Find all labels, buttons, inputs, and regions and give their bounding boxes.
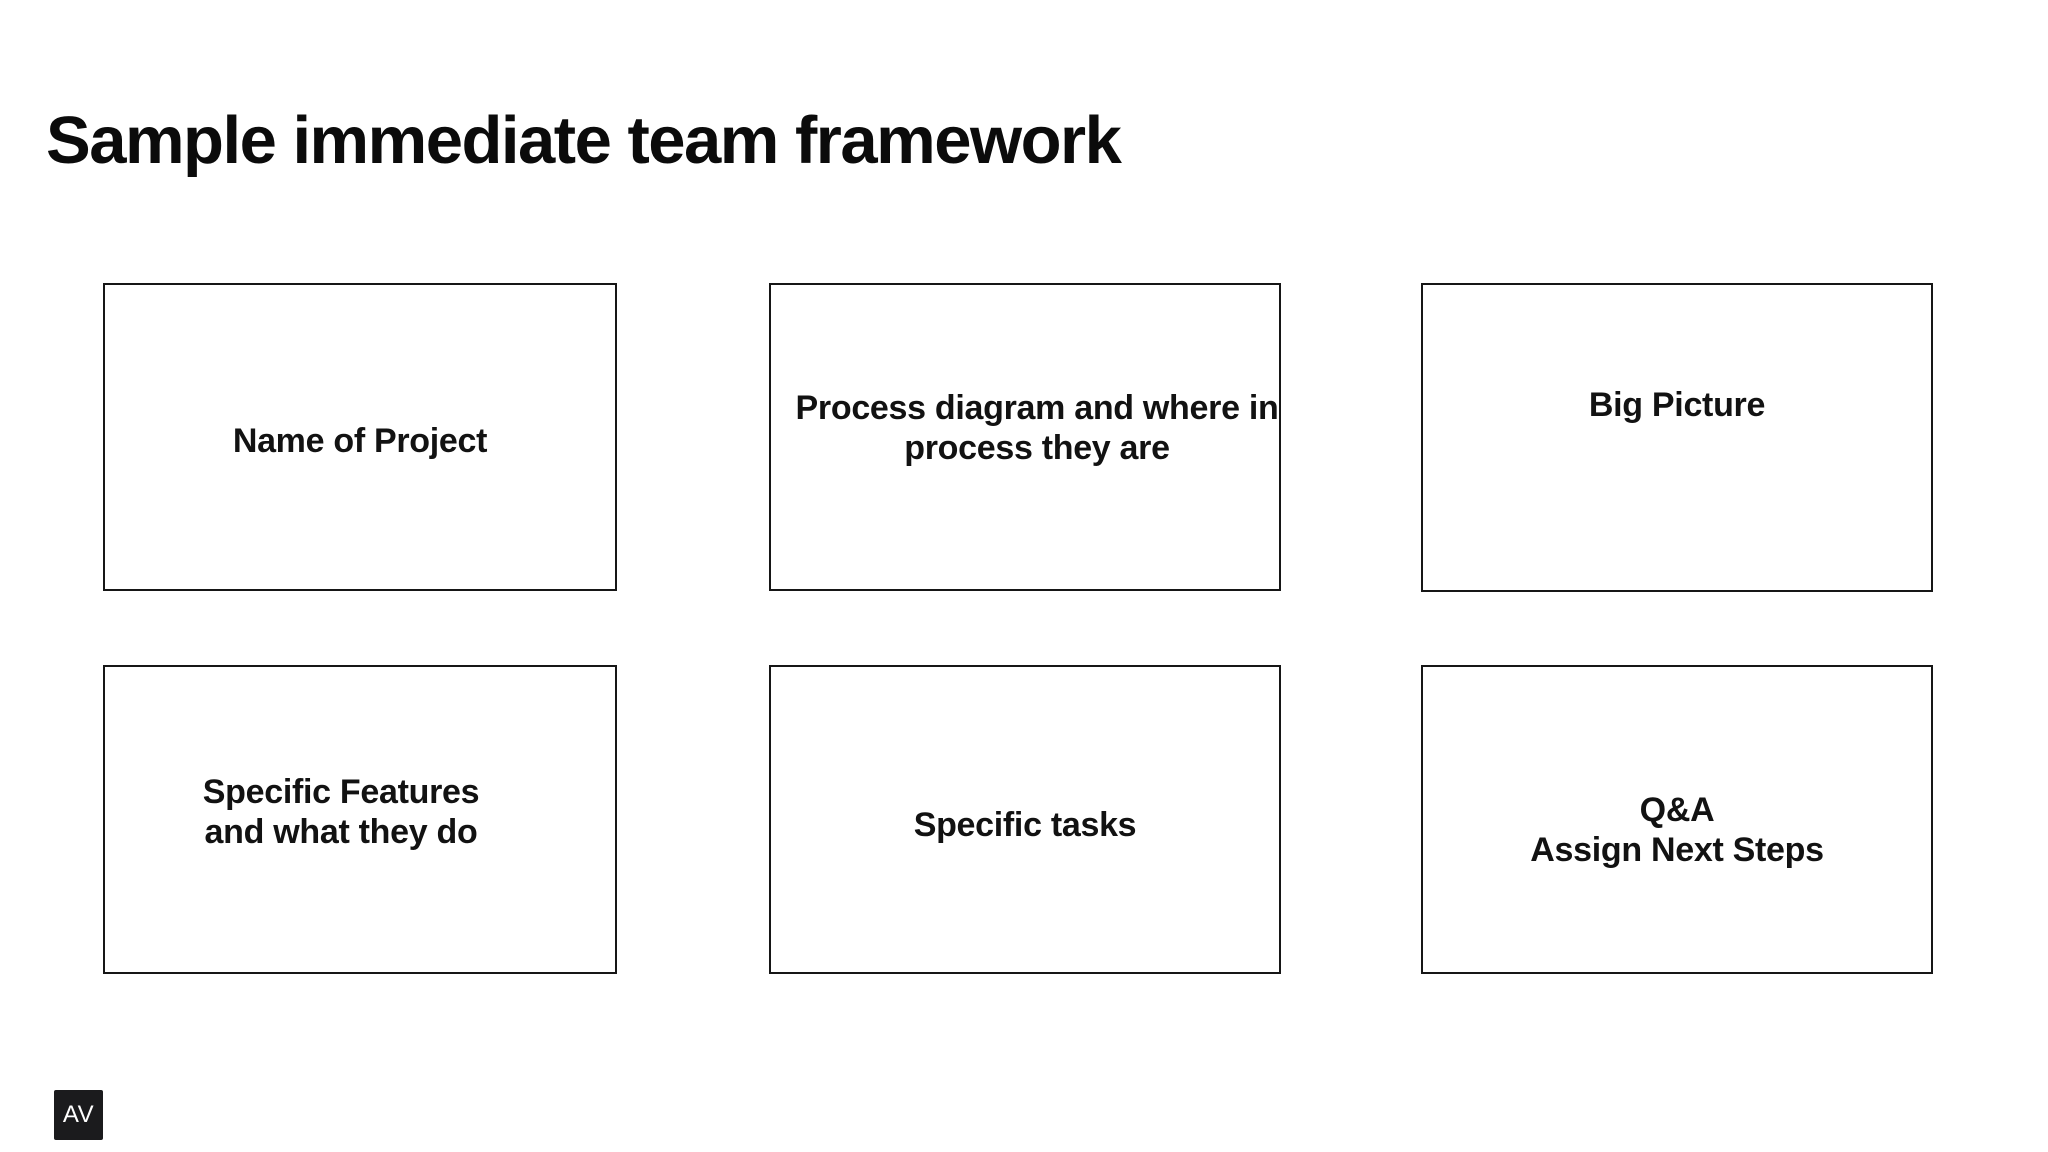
card-text-line: and what they do (204, 812, 478, 851)
card-qa-next-steps: Q&A Assign Next Steps (1421, 665, 1933, 974)
card-text-line: Specific Features (202, 772, 480, 811)
card-text-line: Specific tasks (913, 805, 1137, 844)
card-text-line: Name of Project (232, 422, 488, 460)
card-text-line: Big Picture (1588, 385, 1766, 424)
author-initials-badge: AV (54, 1090, 103, 1140)
card-text: Process diagram and where in process the… (796, 388, 1279, 468)
card-text: Name of Project (232, 421, 488, 461)
card-specific-features: Specific Features and what they do (103, 665, 617, 974)
card-specific-tasks: Specific tasks (769, 665, 1281, 974)
card-process-diagram: Process diagram and where in process the… (769, 283, 1281, 591)
card-text: Q&A Assign Next Steps (1530, 790, 1824, 870)
page-title: Sample immediate team framework (46, 102, 1122, 178)
card-text: Specific Features and what they do (202, 772, 480, 852)
card-big-picture: Big Picture (1421, 283, 1933, 592)
card-text-line: Assign Next Steps (1530, 830, 1824, 869)
card-name-of-project: Name of Project (103, 283, 617, 591)
card-text-line: process they are (904, 429, 1170, 467)
card-text-line: Process diagram and where in (795, 389, 1279, 427)
card-text: Big Picture (1589, 385, 1765, 425)
card-text: Specific tasks (914, 805, 1137, 845)
card-text-line: Q&A (1639, 790, 1715, 829)
